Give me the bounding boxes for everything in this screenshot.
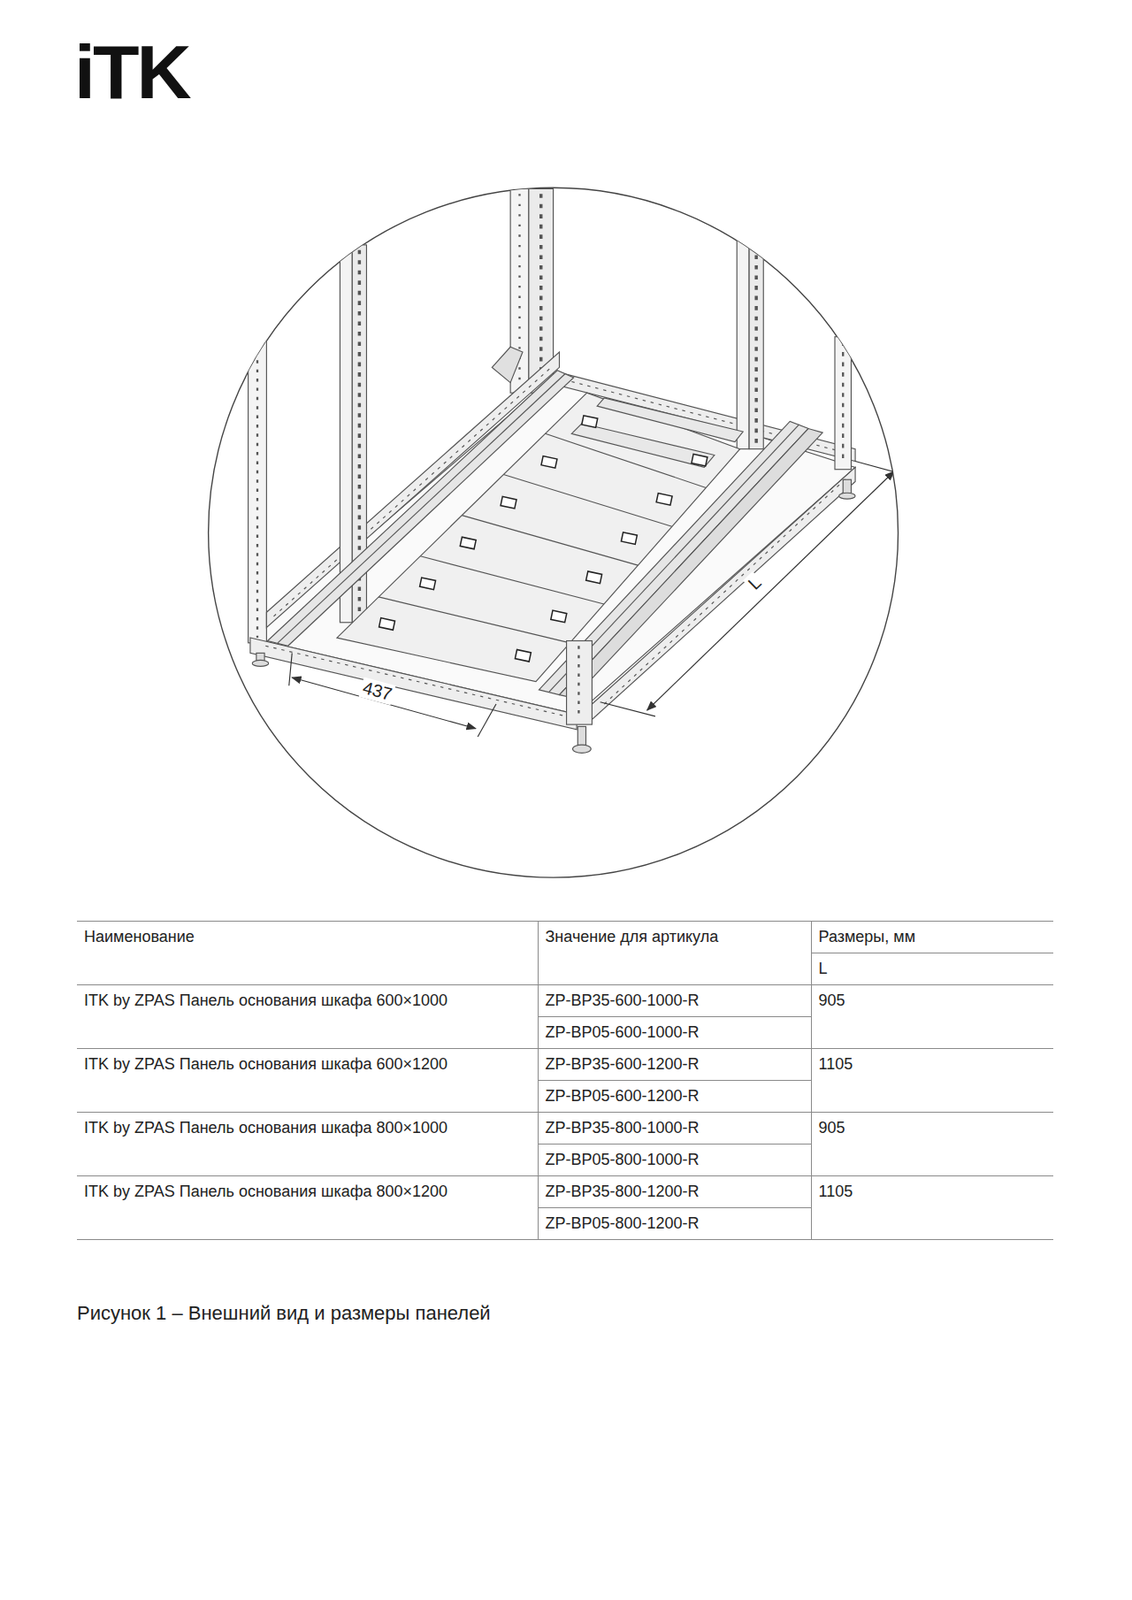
table-cell: ITK by ZPAS Панель основания шкафа 600×1… xyxy=(76,1048,538,1113)
table-header: Наименование xyxy=(76,921,538,986)
table-cell: ZP-BP35-600-1200-R xyxy=(537,1048,811,1081)
table-cell: ITK by ZPAS Панель основания шкафа 800×1… xyxy=(76,1176,538,1240)
table-cell: ZP-BP35-800-1200-R xyxy=(537,1176,811,1209)
table-cell: 905 xyxy=(810,985,1054,1049)
table-cell: ZP-BP05-600-1200-R xyxy=(537,1080,811,1113)
table-cell: 1105 xyxy=(810,1176,1054,1240)
cabinet-drawing xyxy=(248,188,901,753)
dimensions-table: Наименование Значение для артикула Разме… xyxy=(76,920,1054,1240)
table-cell: ZP-BP05-800-1200-R xyxy=(537,1208,811,1240)
table-header: Значение для артикула xyxy=(537,921,811,986)
table-cell: ZP-BP35-600-1000-R xyxy=(537,985,811,1018)
table-cell: ZP-BP05-800-1000-R xyxy=(537,1144,811,1177)
table-cell: ZP-BP05-600-1000-R xyxy=(537,1017,811,1049)
table-header: L xyxy=(810,953,1054,986)
figure-caption: Рисунок 1 – Внешний вид и размеры панеле… xyxy=(76,1301,491,1325)
table-cell: ITK by ZPAS Панель основания шкафа 600×1… xyxy=(76,985,538,1049)
dimension-line xyxy=(600,460,901,716)
detail-circle xyxy=(208,187,899,878)
dimension-line xyxy=(289,652,497,737)
table-cell: 905 xyxy=(810,1112,1054,1177)
table-cell: ZP-BP35-800-1000-R xyxy=(537,1112,811,1145)
table-cell: 1105 xyxy=(810,1048,1054,1113)
table-header: Размеры, мм xyxy=(810,921,1054,954)
brand-logo: iTK xyxy=(74,33,190,110)
table-cell: ITK by ZPAS Панель основания шкафа 800×1… xyxy=(76,1112,538,1177)
